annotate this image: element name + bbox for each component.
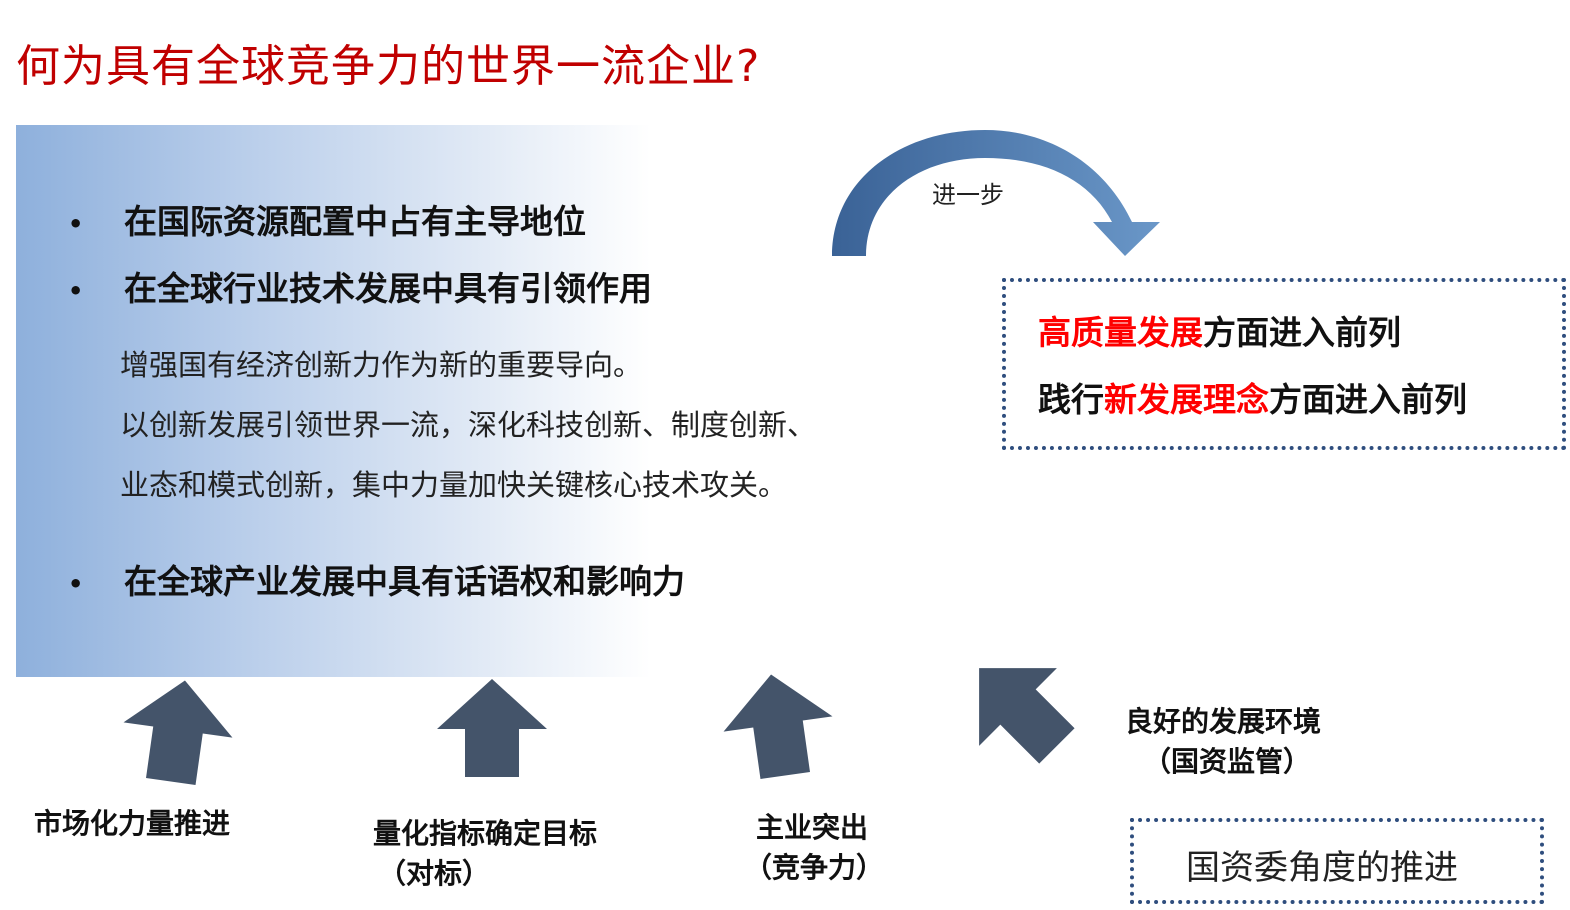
goal-line-1-highlight: 高质量发展 xyxy=(1038,313,1203,352)
curved-arrow-label: 进一步 xyxy=(932,181,1004,209)
bullet-text-1: 在国际资源配置中占有主导地位 xyxy=(124,202,586,241)
goal-line-1-rest: 方面进入前列 xyxy=(1203,313,1401,352)
driver-label-1: 市场化力量推进 xyxy=(34,807,231,840)
sub-line-2: 以创新发展引领世界一流，深化科技创新、制度创新、 xyxy=(120,408,817,442)
bullet-text-2: 在全球行业技术发展中具有引领作用 xyxy=(124,269,652,308)
bullet-item-3: • 在全球产业发展中具有话语权和影响力 xyxy=(68,555,685,603)
goal-line-1: 高质量发展方面进入前列 xyxy=(1038,306,1401,354)
up-arrow-icon-2 xyxy=(437,679,547,777)
bullet-text-3: 在全球产业发展中具有话语权和影响力 xyxy=(124,562,685,601)
bullet-symbol: • xyxy=(68,209,84,238)
attributes-panel xyxy=(16,125,651,677)
sub-line-1: 增强国有经济创新力作为新的重要导向。 xyxy=(120,348,643,382)
bullet-item-1: • 在国际资源配置中占有主导地位 xyxy=(68,195,586,243)
driver-label-4-sub: （国资监管） xyxy=(1143,745,1312,778)
up-arrow-icon-3 xyxy=(723,674,833,779)
goal-box xyxy=(1002,278,1566,450)
bullet-item-2: • 在全球行业技术发展中具有引领作用 xyxy=(68,262,652,310)
goal-line-2-rest: 方面进入前列 xyxy=(1269,380,1467,419)
page-title: 何为具有全球竞争力的世界一流企业? xyxy=(16,41,761,92)
up-arrow-icon-1 xyxy=(123,680,233,785)
goal-line-2: 践行新发展理念方面进入前列 xyxy=(1038,373,1467,421)
sub-line-3: 业态和模式创新，集中力量加快关键核心技术攻关。 xyxy=(120,468,788,502)
driver-label-2-sub: （对标） xyxy=(378,857,491,890)
perspective-label: 国资委角度的推进 xyxy=(1186,848,1458,888)
driver-label-3-sub: （竞争力） xyxy=(744,851,885,884)
bullet-symbol: • xyxy=(68,569,84,598)
driver-label-4: 良好的发展环境 xyxy=(1125,705,1322,738)
goal-line-2-highlight: 新发展理念 xyxy=(1104,380,1269,419)
diagonal-arrow-icon xyxy=(979,668,1075,764)
perspective-box xyxy=(1130,818,1544,904)
driver-label-2: 量化指标确定目标 xyxy=(373,817,598,850)
driver-label-3: 主业突出 xyxy=(756,811,869,844)
goal-line-2-prefix: 践行 xyxy=(1038,380,1104,419)
curved-arrow-icon xyxy=(832,130,1160,256)
bullet-symbol: • xyxy=(68,276,84,305)
